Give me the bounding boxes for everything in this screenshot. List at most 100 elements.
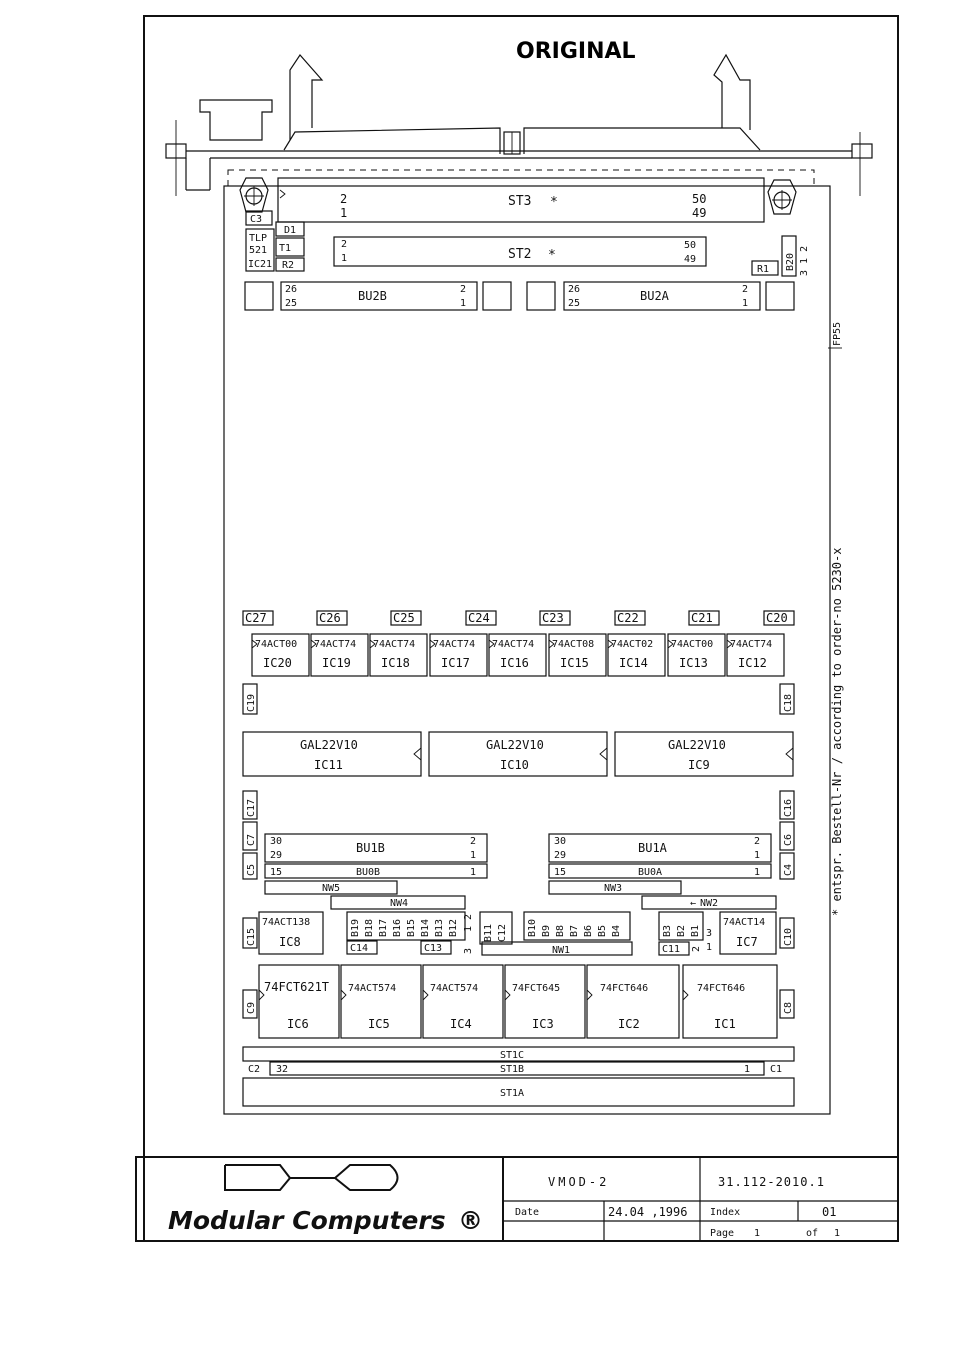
cap-c14: [346, 940, 378, 955]
registered-mark: ®: [458, 1206, 483, 1235]
svg-text:B1: B1: [690, 925, 701, 937]
svg-text:GAL22V10: GAL22V10: [300, 738, 358, 752]
svg-text:49: 49: [684, 254, 696, 265]
original-stamp: ORIGINAL: [516, 39, 636, 64]
svg-text:25: 25: [568, 298, 580, 309]
svg-text:C25: C25: [393, 611, 415, 625]
product-name: VMOD-2: [548, 1175, 609, 1189]
connector-bu1a: 30 29 BU1A 2 1: [548, 833, 772, 863]
network-nw4: [330, 895, 466, 910]
svg-text:R2: R2: [282, 260, 294, 271]
jumper-block-left: B19 B18 B17 B16 B15 B14 B13 B12: [346, 911, 466, 941]
svg-text:IC2: IC2: [618, 1017, 640, 1031]
svg-text:26: 26: [285, 284, 297, 295]
diode-d1: [275, 221, 305, 237]
svg-text:74ACT574: 74ACT574: [430, 983, 478, 994]
svg-text:1: 1: [744, 1064, 750, 1075]
svg-text:B4: B4: [611, 925, 622, 937]
connector-bu1b: 30 29 BU1B 2 1: [264, 833, 488, 863]
svg-text:29: 29: [270, 850, 282, 861]
front-panel-handle: [165, 53, 873, 215]
cap-c17: [242, 790, 258, 820]
cap-c5: [242, 852, 258, 880]
svg-text:26: 26: [568, 284, 580, 295]
svg-text:ST3: ST3: [508, 194, 531, 209]
svg-text:IC12: IC12: [738, 656, 767, 670]
index-value: 01: [822, 1205, 836, 1219]
svg-text:C6: C6: [783, 834, 794, 846]
svg-text:74ACT574: 74ACT574: [348, 983, 396, 994]
cap-c4: [779, 852, 795, 880]
svg-text:2: 2: [340, 192, 347, 206]
svg-text:2: 2: [460, 284, 466, 295]
svg-text:C5: C5: [246, 864, 257, 876]
svg-text:ST2: ST2: [508, 247, 531, 262]
svg-text:49: 49: [692, 206, 706, 220]
svg-text:IC10: IC10: [500, 758, 529, 772]
svg-text:2: 2: [341, 239, 347, 250]
svg-text:C10: C10: [783, 928, 794, 946]
svg-text:74ACT00: 74ACT00: [255, 639, 297, 650]
connector-bu2b: 26 25 BU2B 2 1: [280, 281, 478, 311]
svg-text:B3: B3: [662, 925, 673, 937]
svg-text:NW1: NW1: [552, 945, 570, 956]
svg-text:*: *: [550, 195, 558, 210]
svg-text:B7: B7: [569, 925, 580, 937]
svg-text:C3: C3: [250, 214, 262, 225]
svg-text:NW3: NW3: [604, 883, 622, 894]
connector-st1: ST1C 32 ST1B 1 C2 C1 ST1A: [242, 1046, 795, 1107]
svg-text:IC4: IC4: [450, 1017, 472, 1031]
svg-text:C12: C12: [497, 924, 508, 942]
svg-text:IC11: IC11: [314, 758, 343, 772]
jumper-block-right: B10 B9 B8 B7 B6 B5 B4: [523, 911, 631, 941]
svg-text:IC18: IC18: [381, 656, 410, 670]
svg-text:2: 2: [470, 836, 476, 847]
svg-text:NW5: NW5: [322, 883, 340, 894]
svg-text:ST1C: ST1C: [500, 1050, 524, 1061]
cap-c18: [779, 683, 795, 715]
svg-text:74FCT645: 74FCT645: [512, 983, 560, 994]
svg-text:2: 2: [691, 946, 702, 952]
svg-text:TLP: TLP: [249, 233, 267, 244]
jumper-block-far: B3 B2 B1: [658, 911, 704, 941]
svg-text:50: 50: [684, 240, 696, 251]
svg-text:74FCT646: 74FCT646: [697, 983, 745, 994]
svg-text:IC17: IC17: [441, 656, 470, 670]
svg-text:74ACT00: 74ACT00: [671, 639, 713, 650]
jumper-block-mid: B11 C12: [479, 911, 513, 945]
svg-text:B11: B11: [483, 924, 494, 942]
svg-text:GAL22V10: GAL22V10: [486, 738, 544, 752]
company-logo-icon: [224, 1164, 399, 1191]
connector-bu2a: 26 25 BU2A 2 1: [563, 281, 761, 311]
svg-text:30: 30: [270, 836, 282, 847]
svg-text:C18: C18: [783, 694, 794, 712]
cap-c10: [779, 917, 795, 949]
svg-text:BU2B: BU2B: [358, 289, 387, 303]
pad-right-bu2a: [765, 281, 795, 311]
cap-c8: [779, 989, 795, 1019]
svg-text:1: 1: [742, 298, 748, 309]
svg-text:74FCT621T: 74FCT621T: [264, 980, 329, 994]
svg-text:C27: C27: [245, 611, 267, 625]
svg-text:B18: B18: [364, 919, 375, 937]
order-number-note: * entspr. Bestell-Nr / according to orde…: [830, 548, 844, 916]
connector-bu0b: 15 BU0B 1: [264, 863, 488, 879]
svg-text:C22: C22: [617, 611, 639, 625]
svg-text:B16: B16: [392, 919, 403, 937]
svg-text:ST1A: ST1A: [500, 1088, 524, 1099]
svg-text:←: ←: [690, 898, 696, 909]
network-nw5: [264, 880, 398, 895]
svg-text:32: 32: [276, 1064, 288, 1075]
svg-text:521: 521: [249, 245, 267, 256]
cap-c9: [242, 989, 258, 1019]
svg-text:NW4: NW4: [390, 898, 408, 909]
svg-text:B6: B6: [583, 925, 594, 937]
svg-text:B10: B10: [527, 919, 538, 937]
svg-text:B17: B17: [378, 919, 389, 937]
connector-st3: 2 1 ST3 * 50 49: [277, 177, 765, 223]
svg-text:BU2A: BU2A: [640, 289, 670, 303]
svg-text:C4: C4: [783, 864, 794, 876]
svg-text:Date: Date: [515, 1207, 539, 1218]
svg-text:30: 30: [554, 836, 566, 847]
